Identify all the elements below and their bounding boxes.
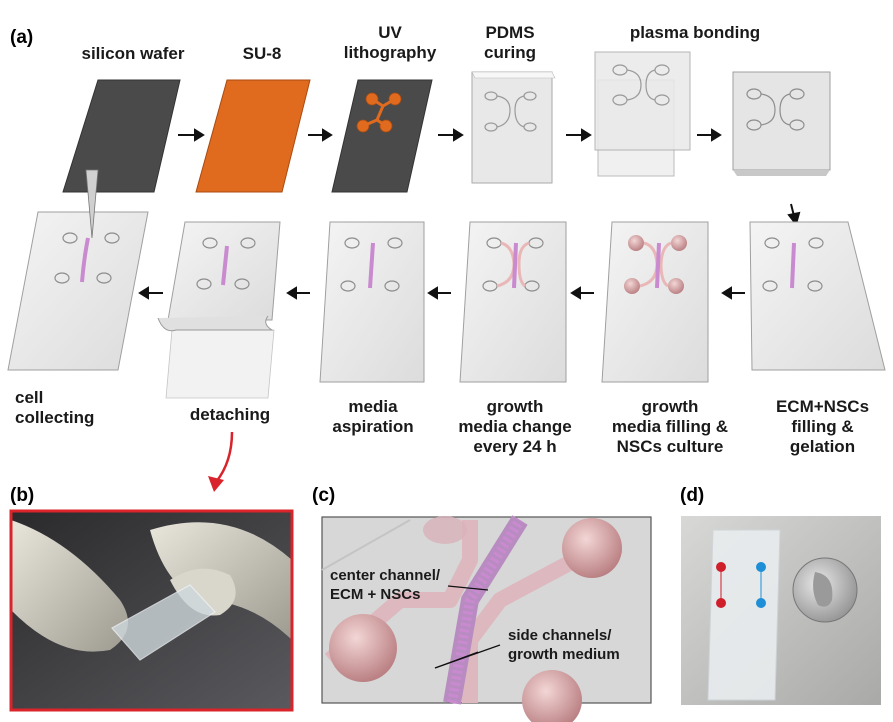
uv-lithography-wafer: [331, 79, 433, 193]
step-detaching: detaching: [189, 405, 271, 424]
step-growth-media-change: growth media change every 24 h: [458, 397, 572, 456]
step-ecm-nscs-filling: ECM+NSCs filling & gelation: [775, 397, 870, 456]
step-growth-media-filling: growth media filling & NSCs culture: [611, 397, 729, 456]
red-link-arrow: [208, 431, 234, 492]
step-media-aspiration: media aspiration: [332, 397, 414, 436]
plasma-bonding-slide: [594, 51, 691, 177]
step-plasma-bonding: plasma bonding: [629, 23, 761, 42]
detaching-chip: [157, 221, 281, 399]
growth-media-change-chip: [459, 221, 567, 383]
growth-media-filling-chip: [601, 221, 709, 383]
top-row-arrows: [178, 128, 801, 227]
panel-d-label: (d): [680, 485, 704, 506]
bonded-chip: [732, 71, 831, 176]
panel-b-label: (b): [10, 485, 34, 506]
photo-chip-coin: [681, 516, 881, 705]
step-uv-lithography: UV lithography: [343, 23, 437, 62]
channel-closeup: [321, 515, 652, 722]
step-cell-collecting: cell collecting: [15, 388, 95, 427]
label-side-channels: side channels/ growth medium: [508, 627, 620, 663]
su8-coated-wafer: [195, 79, 311, 193]
panel-a-label: (a): [10, 27, 33, 48]
cell-collecting-chip: [7, 169, 149, 371]
label-center-channel: center channel/ ECM + NSCs: [330, 567, 441, 603]
pdms-curing-block: [471, 71, 556, 184]
step-silicon-wafer: silicon wafer: [81, 44, 185, 63]
step-pdms-curing: PDMS curing: [484, 23, 536, 62]
panel-c-label: (c): [312, 485, 335, 506]
silicon-wafer-slide: [62, 79, 181, 193]
bottom-row-arrows: [138, 286, 745, 300]
step-su8: SU-8: [242, 44, 282, 63]
media-aspiration-chip: [319, 221, 425, 383]
ecm-nscs-filling-chip: [749, 221, 886, 371]
photo-detaching: [9, 509, 294, 712]
